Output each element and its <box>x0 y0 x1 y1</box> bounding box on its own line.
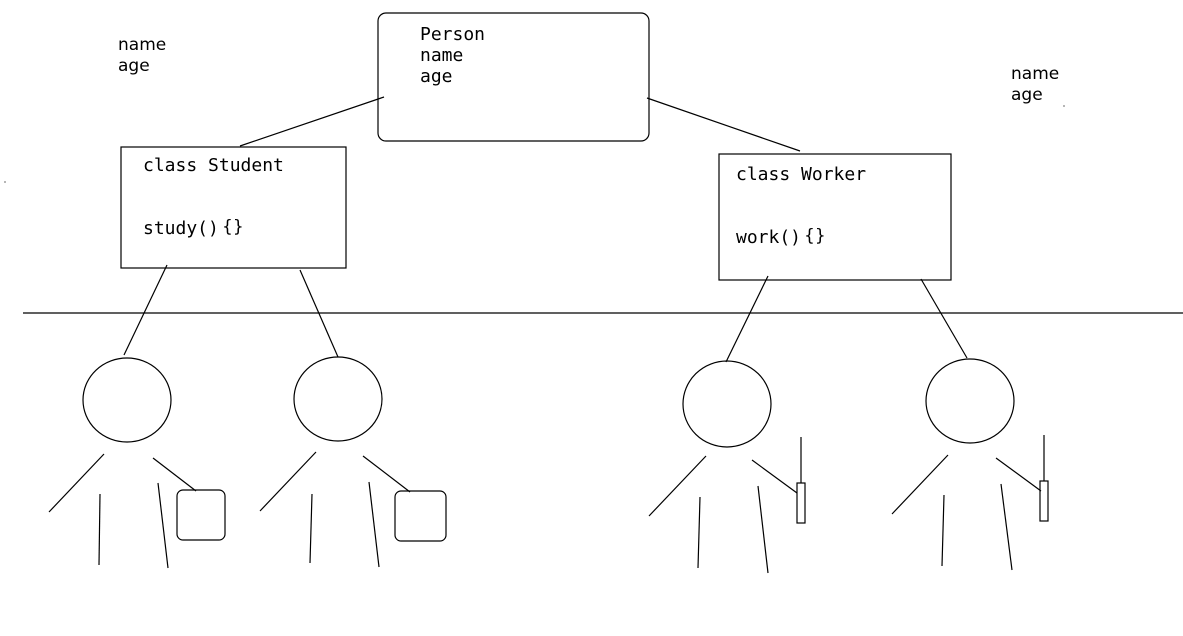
student-method: study() <box>143 218 219 239</box>
student-figure-1-left-arm <box>48 453 105 513</box>
stray-dot-right <box>1063 105 1065 107</box>
student-figure-2-head <box>293 356 383 442</box>
person-field-name: name <box>420 45 464 66</box>
person-worker-connector <box>646 97 801 152</box>
right-note-age: age <box>1011 85 1043 105</box>
student-figure-2-left-arm <box>259 451 317 512</box>
left-note-name: name <box>118 35 167 55</box>
student-figure-2-bag <box>394 490 447 542</box>
worker-box <box>718 153 952 281</box>
person-title: Person <box>420 24 486 45</box>
worker-class-header: class Worker <box>736 164 867 185</box>
student-figure-2-right-leg <box>368 481 380 568</box>
stray-dot-left <box>4 181 6 183</box>
worker-figure-2-tool <box>1039 480 1049 522</box>
left-note-age: age <box>118 56 150 76</box>
worker-figure-2-right-arm <box>995 457 1042 492</box>
worker-figure-2 <box>891 358 1049 571</box>
student-figure-1 <box>48 357 226 569</box>
worker-figure-1-right-leg <box>757 485 769 574</box>
student-figure-1-right-leg <box>157 482 169 569</box>
worker-figure-1-left-leg <box>697 496 701 569</box>
worker-figure-1-tool <box>796 482 806 524</box>
student-box <box>120 146 347 269</box>
student-figure-1-head <box>82 357 172 443</box>
student-figure-2-left-leg <box>309 493 313 564</box>
worker-method-braces: {} <box>804 226 826 246</box>
worker-figure-2-right-leg <box>1000 483 1013 571</box>
student-figure-2 <box>259 356 447 568</box>
person-field-age: age <box>420 66 453 87</box>
person-student-connector <box>239 96 385 147</box>
student-figure-1-left-leg <box>98 493 101 566</box>
worker-figure-1 <box>648 360 806 574</box>
worker-method: work() <box>736 227 802 248</box>
worker-figure-2-head <box>925 358 1015 444</box>
worker-figure-1-right-arm <box>751 459 798 494</box>
worker-instance-2-connector <box>920 278 968 359</box>
worker-figure-1-head <box>682 360 772 448</box>
student-figure-1-right-arm <box>152 457 197 492</box>
worker-figure-2-left-arm <box>891 454 949 515</box>
student-instance-1-connector <box>123 264 168 356</box>
student-class-header: class Student <box>143 155 284 176</box>
right-note-name: name <box>1011 64 1060 84</box>
student-figure-2-right-arm <box>362 455 411 493</box>
worker-figure-2-left-leg <box>941 494 945 567</box>
student-instance-2-connector <box>299 269 339 358</box>
student-figure-1-bag <box>176 489 226 541</box>
student-method-braces: {} <box>222 217 244 237</box>
worker-figure-1-left-arm <box>648 455 707 517</box>
worker-instance-1-connector <box>725 275 769 363</box>
person-box <box>377 12 650 142</box>
